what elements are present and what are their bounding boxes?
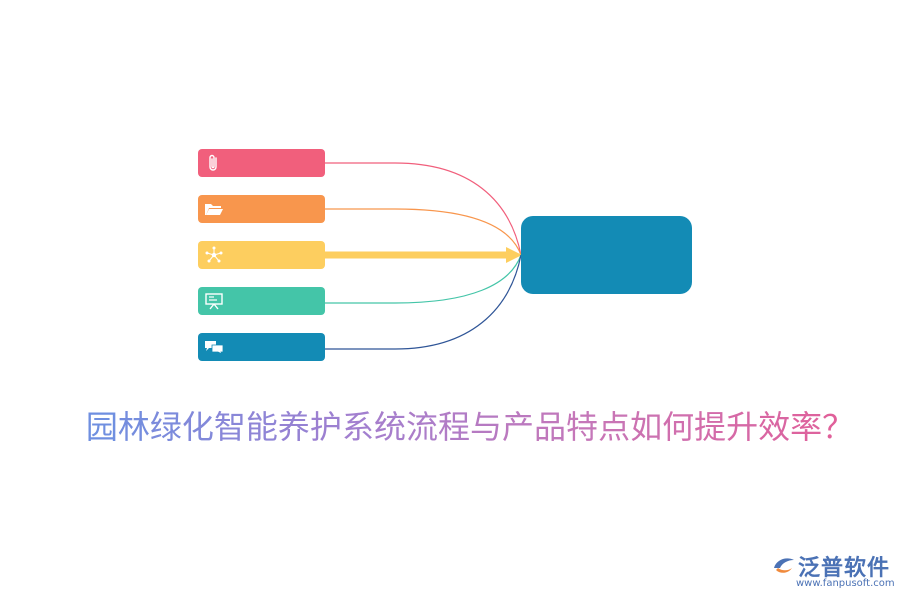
title-char: 林 [117, 408, 150, 446]
central-hub-node[interactable] [521, 216, 692, 294]
title-char: 护 [309, 408, 342, 446]
brand-name: 泛普软件 [798, 556, 891, 581]
connector-4 [325, 254, 522, 304]
title-char: ？ [822, 408, 855, 446]
brand-url: www.fanpusoft.com [796, 578, 895, 589]
fanpu-logo-icon [774, 558, 794, 573]
page-title: 园林绿化智能养护系统流程与产品特点如何提升效率？ [0, 405, 900, 449]
brand-watermark: 泛普软件 www.fanpusoft.com [770, 550, 895, 590]
node-3[interactable] [198, 241, 325, 269]
paperclip-icon [204, 153, 224, 173]
connector-2 [325, 208, 522, 256]
title-char: 如 [630, 408, 663, 446]
title-char: 流 [405, 408, 438, 446]
title-char: 提 [694, 408, 727, 446]
title-char: 升 [726, 408, 759, 446]
presentation-board-icon [204, 291, 224, 311]
title-char: 智 [213, 408, 246, 446]
node-2[interactable] [198, 195, 325, 223]
node-4[interactable] [198, 287, 325, 315]
node-1[interactable] [198, 149, 325, 177]
title-char: 品 [534, 408, 567, 446]
node-5[interactable] [198, 333, 325, 361]
title-char: 程 [437, 408, 470, 446]
title-char: 点 [598, 408, 631, 446]
title-char: 何 [662, 408, 695, 446]
title-char: 绿 [149, 408, 182, 446]
title-char: 化 [181, 408, 214, 446]
title-char: 养 [277, 408, 310, 446]
connector-5 [325, 254, 522, 350]
network-icon [204, 245, 224, 265]
connector-1 [325, 162, 522, 256]
title-char: 统 [373, 408, 406, 446]
title-char: 效 [758, 408, 791, 446]
title-char: 特 [566, 408, 599, 446]
connector-3-arrowhead [506, 247, 522, 263]
title-char: 能 [245, 408, 278, 446]
page-title-text: 园林绿化智能养护系统流程与产品特点如何提升效率？ [86, 408, 854, 446]
title-char: 率 [790, 408, 823, 446]
title-char: 产 [502, 408, 535, 446]
folder-icon [204, 199, 224, 219]
title-char: 系 [341, 408, 374, 446]
chat-bubbles-icon [204, 337, 224, 357]
title-char: 与 [470, 408, 503, 446]
title-char: 园 [85, 408, 118, 446]
